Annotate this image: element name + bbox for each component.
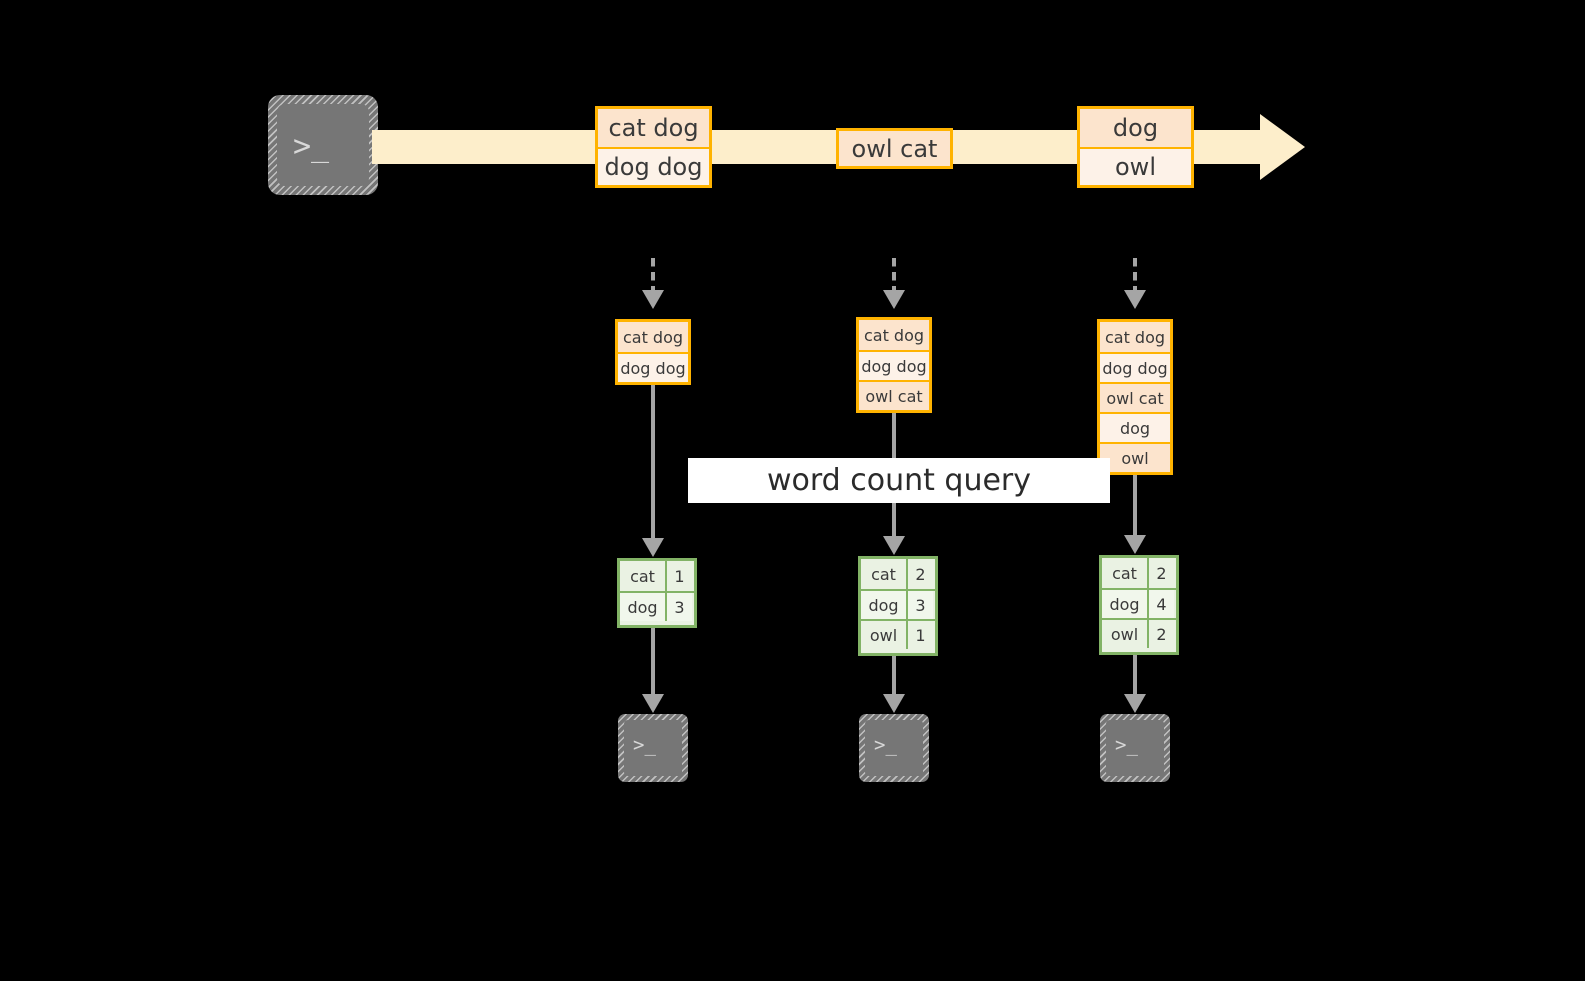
stream-row: dog (1100, 412, 1170, 442)
result-row: cat 2 (861, 559, 935, 589)
result-word: dog (1102, 590, 1147, 618)
terminal-prompt: >_ (633, 734, 656, 756)
terminal-screen: >_ (624, 720, 682, 776)
terminal-prompt: >_ (293, 129, 330, 164)
result-count: 3 (906, 591, 933, 619)
stream-row: owl cat (859, 380, 929, 410)
query-connector-3 (1133, 475, 1137, 537)
query-banner-label: word count query (766, 463, 1032, 498)
result-row: owl 1 (861, 619, 935, 649)
result-count: 4 (1147, 590, 1174, 618)
stream-row: cat dog (1100, 322, 1170, 352)
arrow-head-icon (883, 694, 905, 713)
query-connector-1 (651, 385, 655, 540)
timeline-event-1: cat dog dog dog (595, 106, 712, 188)
result-word: owl (869, 625, 898, 645)
terminal-screen: >_ (1106, 720, 1164, 776)
arrow-head-icon (1124, 290, 1146, 309)
sink-connector-2 (892, 656, 896, 696)
arrow-head-icon (1124, 694, 1146, 713)
terminal-prompt: >_ (1115, 734, 1138, 756)
result-count: 2 (1147, 558, 1174, 588)
arrow-head-icon (1124, 535, 1146, 554)
result-table-3: cat 2 dog 4 owl 2 (1099, 555, 1179, 655)
result-row: dog 3 (620, 591, 694, 621)
stream-table-2: cat dog dog dog owl cat (856, 317, 932, 413)
result-row: owl 2 (1102, 618, 1176, 648)
sink-connector-3 (1133, 655, 1137, 696)
result-word: cat (871, 564, 896, 584)
arrow-head-icon (883, 290, 905, 309)
arrow-head-icon (642, 538, 664, 557)
sink-terminal-3: >_ (1100, 714, 1170, 782)
event-row: cat dog (598, 109, 709, 147)
result-table-2: cat 2 dog 3 owl 1 (858, 556, 938, 656)
dashed-connector-2 (892, 258, 896, 292)
result-table-1: cat 1 dog 3 (617, 558, 697, 628)
result-word: dog (620, 593, 665, 621)
result-row: cat 2 (1102, 558, 1176, 588)
timeline-event-3: dog owl (1077, 106, 1194, 188)
result-word: cat (630, 566, 655, 586)
stream-row: cat dog (618, 322, 688, 352)
result-count: 1 (665, 561, 692, 591)
timeline-event-2: owl cat (836, 128, 953, 169)
arrow-head-icon (642, 290, 664, 309)
event-row: dog dog (598, 146, 709, 185)
result-count: 3 (665, 593, 692, 621)
terminal-prompt: >_ (874, 734, 897, 756)
result-word: dog (861, 591, 906, 619)
stream-row: owl cat (1100, 382, 1170, 412)
arrow-head-icon (883, 536, 905, 555)
query-banner: word count query (688, 458, 1110, 503)
terminal-screen: >_ (277, 104, 369, 186)
stream-row: owl (1100, 442, 1170, 472)
dashed-connector-1 (651, 258, 655, 292)
stream-row: dog dog (618, 352, 688, 382)
result-row: dog 3 (861, 589, 935, 619)
stream-table-3: cat dog dog dog owl cat dog owl (1097, 319, 1173, 475)
result-count: 2 (1147, 620, 1174, 648)
sink-terminal-2: >_ (859, 714, 929, 782)
result-word: cat (1112, 563, 1137, 583)
event-row: owl cat (839, 131, 950, 166)
result-row: cat 1 (620, 561, 694, 591)
result-count: 1 (906, 621, 933, 649)
terminal-screen: >_ (865, 720, 923, 776)
stream-table-1: cat dog dog dog (615, 319, 691, 385)
source-terminal-icon: >_ (268, 95, 378, 195)
event-row: owl (1080, 146, 1191, 185)
stream-row: dog dog (1100, 352, 1170, 382)
sink-terminal-1: >_ (618, 714, 688, 782)
event-row: dog (1080, 109, 1191, 147)
result-row: dog 4 (1102, 588, 1176, 618)
sink-connector-1 (651, 628, 655, 696)
stream-row: cat dog (859, 320, 929, 350)
result-word: owl (1110, 624, 1139, 644)
arrow-head-icon (642, 694, 664, 713)
result-count: 2 (906, 559, 933, 589)
timeline-arrow-head (1260, 114, 1305, 180)
dashed-connector-3 (1133, 258, 1137, 292)
stream-row: dog dog (859, 350, 929, 380)
